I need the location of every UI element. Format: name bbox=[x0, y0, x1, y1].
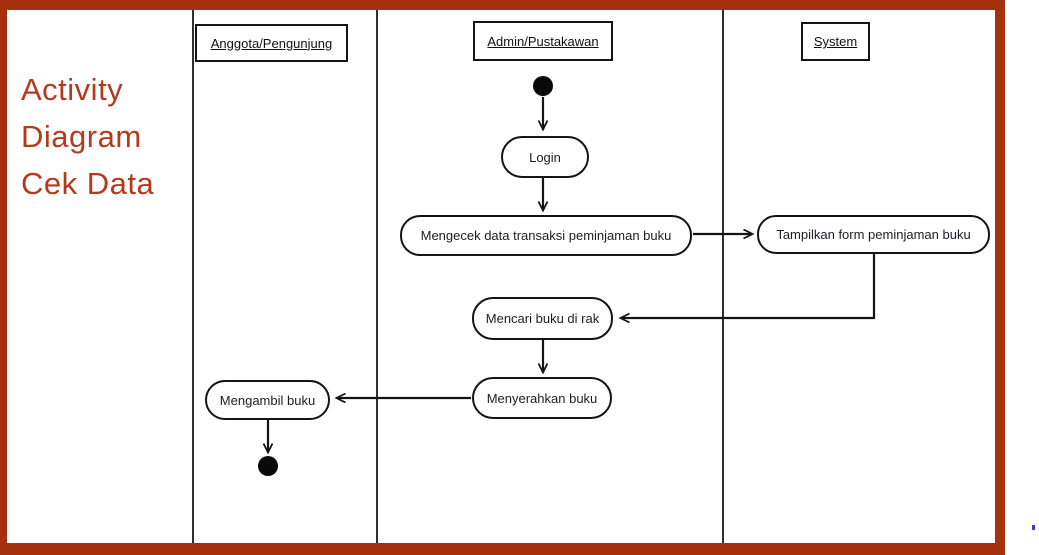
lane-header-system: System bbox=[801, 22, 870, 61]
frame-border-left bbox=[0, 0, 7, 555]
activity-node-mengambil-label: Mengambil buku bbox=[219, 392, 316, 408]
artifact-blue-speck bbox=[1032, 525, 1035, 530]
activity-node-login-label: Login bbox=[529, 149, 561, 165]
lane-divider-2 bbox=[376, 10, 378, 543]
page-title: Activity Diagram Cek Data bbox=[21, 66, 154, 207]
lane-header-anggota-pengunjung-label: Anggota/Pengunjung bbox=[210, 35, 333, 51]
activity-node-mencari-label: Mencari buku di rak bbox=[485, 311, 600, 326]
end-node-icon bbox=[258, 456, 278, 476]
activity-node-tampilkan-form: Tampilkan form peminjaman buku bbox=[757, 215, 990, 254]
page-title-line-1: Activity bbox=[21, 72, 124, 107]
frame-border-top bbox=[0, 0, 1005, 10]
lane-header-admin-pustakawan: Admin/Pustakawan bbox=[473, 21, 613, 61]
frame-border-right bbox=[995, 0, 1005, 555]
arrow-tampilkan-to-mencari bbox=[621, 254, 876, 318]
page-title-line-3: Cek Data bbox=[21, 166, 155, 201]
lane-header-system-label: System bbox=[813, 34, 858, 49]
activity-node-mengecek-label: Mengecek data transaksi peminjaman buku bbox=[420, 228, 672, 243]
lane-header-admin-pustakawan-label: Admin/Pustakawan bbox=[487, 33, 599, 49]
activity-node-mengambil-buku: Mengambil buku bbox=[205, 380, 330, 420]
frame-border-bottom bbox=[0, 543, 1005, 555]
lane-header-anggota-pengunjung: Anggota/Pengunjung bbox=[195, 24, 348, 62]
start-node-icon bbox=[533, 76, 553, 96]
activity-node-tampilkan-label: Tampilkan form peminjaman buku bbox=[776, 227, 971, 242]
lane-divider-3 bbox=[722, 10, 724, 543]
activity-node-mencari-buku: Mencari buku di rak bbox=[472, 297, 613, 340]
activity-node-menyerahkan-label: Menyerahkan buku bbox=[486, 390, 598, 406]
activity-node-menyerahkan-buku: Menyerahkan buku bbox=[472, 377, 612, 419]
activity-node-mengecek-data-transaksi: Mengecek data transaksi peminjaman buku bbox=[400, 215, 692, 256]
lane-divider-1 bbox=[192, 10, 194, 543]
activity-node-login: Login bbox=[501, 136, 589, 178]
page-title-line-2: Diagram bbox=[21, 119, 142, 154]
